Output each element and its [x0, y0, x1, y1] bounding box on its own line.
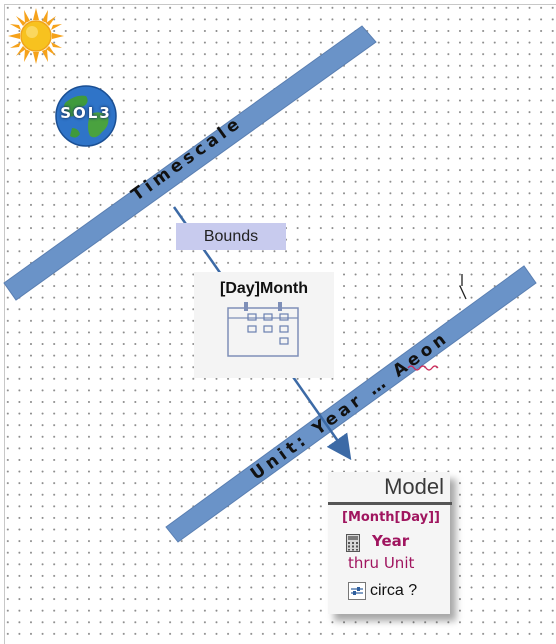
- sliders-icon: [348, 582, 366, 600]
- globe-label: SOL3: [60, 104, 112, 122]
- model-year: Year: [372, 532, 410, 550]
- sun-icon: [8, 8, 64, 64]
- bounds-label[interactable]: Bounds: [176, 223, 286, 250]
- calculator-icon: [346, 534, 360, 552]
- globe-icon: [55, 85, 117, 147]
- model-divider: [328, 502, 452, 505]
- timescale-label: Timescale: [128, 112, 247, 205]
- timescale-bar[interactable]: Timescale: [3, 25, 377, 301]
- model-box[interactable]: Model [Month[Day]] Year thru Unit circa …: [328, 472, 452, 614]
- model-circa: circa ?: [370, 582, 418, 599]
- model-thru-unit: thru Unit: [348, 554, 415, 572]
- day-month-title: [Day]Month: [220, 280, 308, 297]
- canvas-frame: [4, 4, 556, 644]
- spellcheck-underline: [407, 365, 439, 371]
- model-title: Model: [384, 474, 444, 499]
- cursor-mark: [459, 274, 467, 300]
- calendar-icon: [227, 302, 299, 357]
- day-month-card[interactable]: [Day]Month: [194, 272, 334, 378]
- model-month-day: [Month[Day]]: [342, 510, 440, 525]
